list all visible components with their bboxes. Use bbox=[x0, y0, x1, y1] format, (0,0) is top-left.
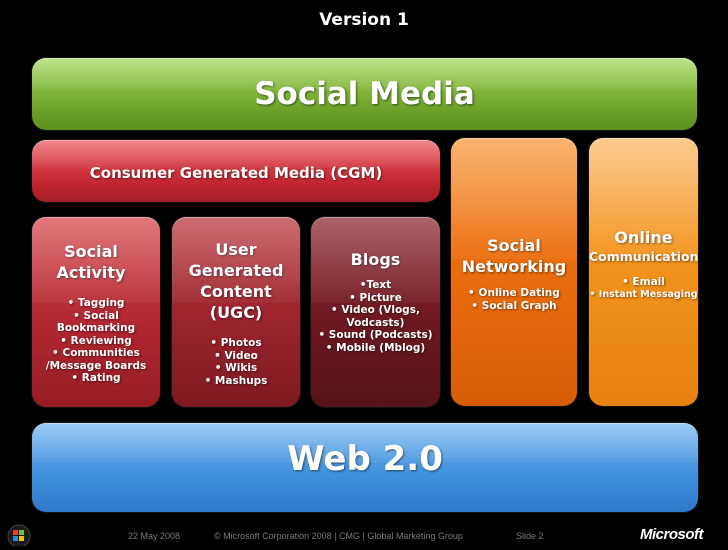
footer-slide-number: Slide 2 bbox=[516, 531, 544, 541]
list-item: • Social bbox=[73, 309, 119, 322]
social-networking-title-line: Networking bbox=[461, 257, 567, 276]
list-item: • Social Graph bbox=[471, 299, 557, 312]
list-item: /Message Boards bbox=[45, 359, 147, 372]
list-item: • Rating bbox=[71, 372, 121, 384]
list-item: • Wikis bbox=[214, 362, 258, 374]
list-item: • Picture bbox=[349, 291, 402, 304]
list-item: • Photos bbox=[210, 337, 262, 349]
slide-version-label: Version 1 bbox=[319, 10, 409, 30]
list-item: •Text bbox=[359, 279, 392, 291]
list-item: • Video (Vlogs, bbox=[331, 304, 420, 316]
ugc-title-line: Content bbox=[200, 282, 272, 301]
social-activity-title-line: Activity bbox=[56, 263, 126, 282]
online-communication-box: Online Communication • Email • Instant M… bbox=[589, 138, 698, 406]
web20-label: Web 2.0 bbox=[287, 439, 443, 479]
web20-layer: Web 2.0 bbox=[32, 423, 698, 512]
ugc-title-line: (UGC) bbox=[209, 303, 263, 322]
list-item: Vodcasts) bbox=[346, 316, 405, 329]
social-networking-title-line: Social bbox=[487, 236, 541, 255]
footer-copyright: © Microsoft Corporation 2008 | CMG | Glo… bbox=[214, 531, 463, 541]
list-item: • Tagging bbox=[67, 297, 125, 309]
blogs-title: Blogs bbox=[350, 250, 401, 269]
list-item: • Sound (Podcasts) bbox=[318, 329, 433, 341]
cgm-layer: Consumer Generated Media (CGM) bbox=[32, 140, 440, 202]
social-activity-box: Social Activity • Tagging • Social Bookm… bbox=[32, 217, 160, 407]
ugc-title-line: User bbox=[215, 240, 257, 259]
social-media-label: Social Media bbox=[254, 76, 475, 112]
windows-start-icon[interactable] bbox=[4, 522, 34, 548]
social-activity-title-line: Social bbox=[64, 242, 118, 261]
list-item: • Reviewing bbox=[60, 334, 132, 347]
list-item: • Mobile (Mblog) bbox=[325, 341, 426, 354]
list-item: Bookmarking bbox=[56, 322, 136, 334]
list-item: • Email bbox=[622, 276, 665, 288]
blogs-box: Blogs •Text • Picture • Video (Vlogs, Vo… bbox=[311, 217, 440, 407]
ugc-title-line: Generated bbox=[188, 261, 284, 280]
social-media-layer: Social Media bbox=[32, 58, 697, 130]
cgm-label: Consumer Generated Media (CGM) bbox=[89, 164, 383, 182]
social-networking-box: Social Networking • Online Dating • Soci… bbox=[451, 138, 577, 406]
list-item: • Video bbox=[214, 349, 258, 362]
list-item: • Online Dating bbox=[468, 287, 560, 299]
footer-date: 22 May 2008 bbox=[128, 531, 181, 541]
list-item: • Instant Messaging bbox=[589, 288, 698, 300]
ugc-box: User Generated Content (UGC) • Photos • … bbox=[172, 217, 300, 407]
online-communication-title-line: Communication bbox=[589, 249, 698, 264]
list-item: • Mashups bbox=[204, 374, 268, 387]
list-item: • Communities bbox=[52, 347, 140, 359]
microsoft-logo: Microsoft bbox=[640, 526, 704, 543]
online-communication-title-line: Online bbox=[614, 228, 673, 247]
